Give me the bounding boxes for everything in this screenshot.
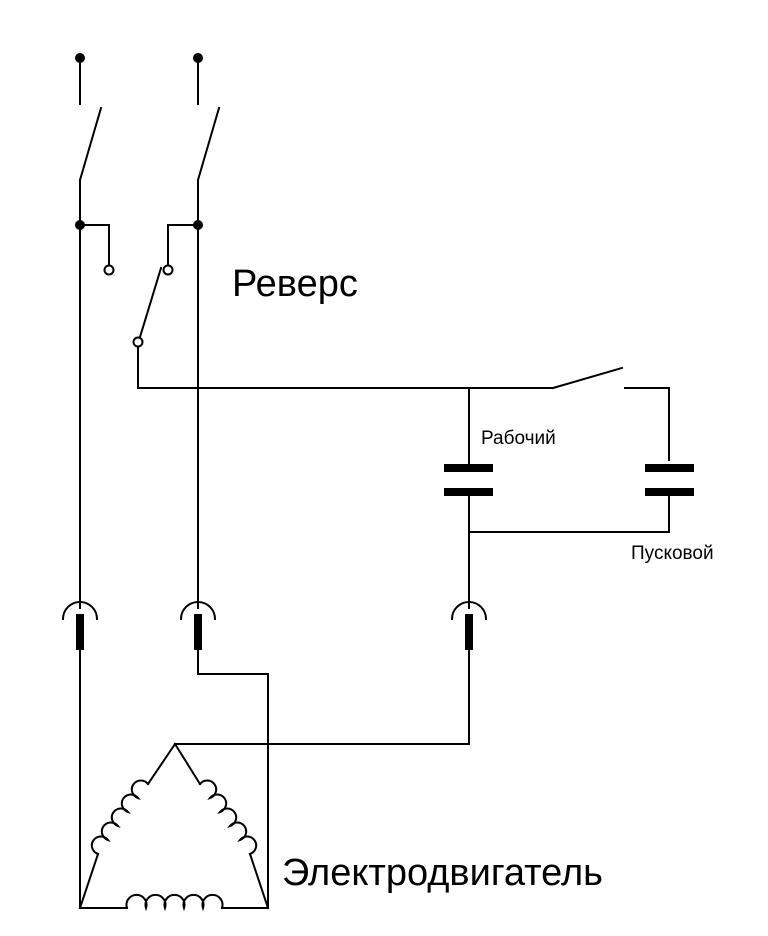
reverse-switch: [79, 224, 554, 389]
line-switch-1: [78, 57, 103, 226]
wire-to-motor-right: [197, 649, 269, 909]
connector-1: [61, 601, 99, 650]
reverse-switch-label: Реверс: [232, 263, 358, 305]
wire-to-motor-top: [174, 649, 470, 745]
starting-capacitor-label: Пусковой: [631, 543, 714, 564]
line-switch-2: [196, 57, 221, 226]
connector-2: [179, 601, 217, 650]
start-button: [551, 366, 670, 461]
motor-delta-windings: [78, 742, 270, 912]
starting-capacitor: [468, 464, 694, 533]
connector-3: [450, 601, 488, 650]
working-capacitor: [444, 387, 493, 609]
working-capacitor-label: Рабочий: [481, 428, 556, 449]
motor-label: Электродвигатель: [282, 852, 603, 894]
